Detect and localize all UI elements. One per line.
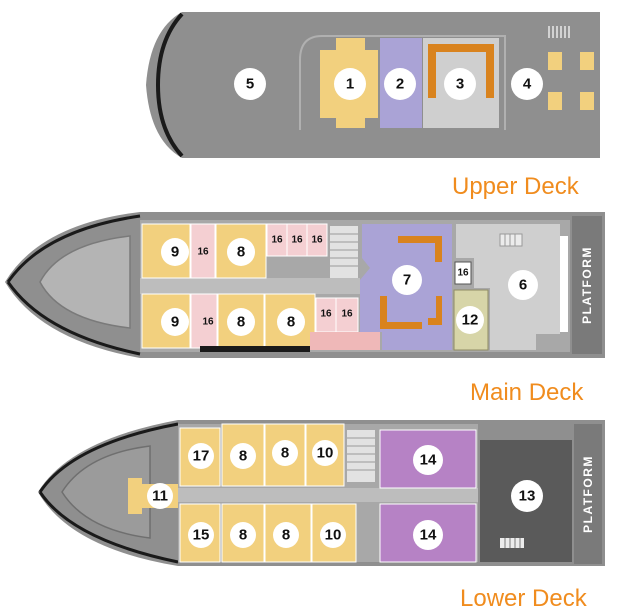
upper-room-marker-circle <box>511 68 543 100</box>
main-room-number: 8 <box>237 314 245 331</box>
lower-room-number: 17 <box>193 448 210 465</box>
upper-room-number: 4 <box>523 76 532 93</box>
main-room-marker-circle <box>161 308 189 336</box>
lower-room-number: 14 <box>420 527 437 544</box>
main-room-marker-circle <box>392 265 422 295</box>
lower-deck-platform-label: PLATFORM <box>581 455 595 533</box>
main-room-number: 12 <box>462 312 479 329</box>
lower-room-number: 15 <box>193 527 210 544</box>
main-room-number: 8 <box>237 244 245 261</box>
lower-room-marker-circle <box>188 522 214 548</box>
main-room-marker-circle <box>508 270 538 300</box>
main-room-marker-circle <box>456 306 484 334</box>
upper-room-number: 1 <box>346 76 354 93</box>
lower-room-marker-circle <box>413 445 443 475</box>
lower-deck-label: Lower Deck <box>460 585 588 611</box>
main-deck-platform-label: PLATFORM <box>580 246 594 324</box>
lower-room-13-hatch-bars <box>504 538 521 548</box>
upper-deck-grille <box>548 26 570 38</box>
main-deck-stair <box>330 226 358 278</box>
upper-deck-wheelhouse-outline <box>299 35 506 130</box>
main-room-16-a <box>190 223 216 279</box>
lower-deck-corridor <box>178 488 478 502</box>
lower-room-marker-circle <box>320 522 346 548</box>
lower-room-8-bottom-a <box>221 503 265 563</box>
main-deck-corridor <box>140 278 360 294</box>
lower-deck-stair <box>347 430 375 482</box>
main-room-number: 8 <box>287 314 295 331</box>
main-deck-platform <box>572 216 602 354</box>
main-room-number: 7 <box>403 272 411 289</box>
main-room-marker-circle <box>161 238 189 266</box>
main-room-number: 16 <box>320 309 332 320</box>
lower-deck-bow-line <box>38 422 179 564</box>
upper-deck-stern-line <box>155 12 184 158</box>
main-room-marker-circle <box>227 308 255 336</box>
main-room-number: 16 <box>202 317 214 328</box>
main-room-16-h <box>454 261 472 285</box>
upper-room-marker-circle <box>384 68 416 100</box>
main-room-number: 16 <box>291 235 303 246</box>
main-room-16-e <box>190 293 218 349</box>
lower-room-marker-circle <box>312 440 338 466</box>
upper-room-number: 3 <box>456 76 464 93</box>
lower-room-number: 8 <box>282 527 290 544</box>
lower-deck-stair-steps <box>347 437 375 471</box>
main-room-6 <box>456 224 560 350</box>
main-room-number: 9 <box>171 244 179 261</box>
main-room-7-bar-right <box>428 296 442 325</box>
lower-room-marker-circle <box>188 443 214 469</box>
lower-room-13-hatch <box>500 538 524 548</box>
lower-room-number: 11 <box>152 488 168 505</box>
main-room-number: 16 <box>271 235 283 246</box>
lower-room-number: 14 <box>420 452 437 469</box>
main-room-6-window-bars <box>504 234 516 246</box>
lower-room-number: 13 <box>519 488 536 505</box>
main-room-7-bar-bottom <box>380 296 422 329</box>
upper-room-marker-circle <box>334 68 366 100</box>
main-room-number: 16 <box>457 268 469 279</box>
main-deck-label: Main Deck <box>470 379 584 406</box>
main-deck-stair-steps <box>330 233 358 267</box>
main-room-16-d <box>306 223 328 257</box>
upper-deck-seating <box>548 52 594 110</box>
main-deck-pink-corridor <box>310 332 380 350</box>
lower-room-marker-circle <box>230 443 256 469</box>
upper-deck <box>146 12 600 158</box>
lower-room-number: 8 <box>239 448 247 465</box>
main-deck-black-strip <box>200 346 310 352</box>
main-room-number: 9 <box>171 314 179 331</box>
main-room-6-ramp <box>560 236 568 332</box>
main-deck-bow-inner <box>39 235 131 329</box>
main-room-number: 6 <box>519 277 527 294</box>
lower-deck-platform <box>574 424 602 564</box>
main-room-number: 16 <box>197 247 209 258</box>
lower-room-marker-circle <box>272 440 298 466</box>
upper-room-number: 2 <box>396 76 404 93</box>
lower-room-marker-circle <box>230 522 256 548</box>
main-room-number: 16 <box>311 235 323 246</box>
lower-room-marker-circle <box>511 480 543 512</box>
lower-room-marker-circle <box>413 520 443 550</box>
lower-room-number: 8 <box>281 445 289 462</box>
main-room-6-window <box>499 233 523 247</box>
main-room-7-bar-top <box>398 236 442 262</box>
lower-room-number: 10 <box>325 527 342 544</box>
lower-room-8-top-b <box>264 423 306 487</box>
lower-room-number: 8 <box>239 527 247 544</box>
lower-room-number: 10 <box>317 445 334 462</box>
main-room-marker-circle <box>227 238 255 266</box>
upper-deck-label: Upper Deck <box>452 173 580 200</box>
lower-room-marker-circle <box>147 483 173 509</box>
main-deck-bow-line <box>6 214 141 356</box>
main-room-marker-circle <box>277 308 305 336</box>
main-room-number: 16 <box>341 309 353 320</box>
upper-room-marker-circle <box>444 68 476 100</box>
upper-room-3-bar-counter <box>428 44 494 98</box>
upper-room-number: 5 <box>246 76 254 93</box>
upper-room-marker-circle <box>234 68 266 100</box>
lower-room-marker-circle <box>273 522 299 548</box>
